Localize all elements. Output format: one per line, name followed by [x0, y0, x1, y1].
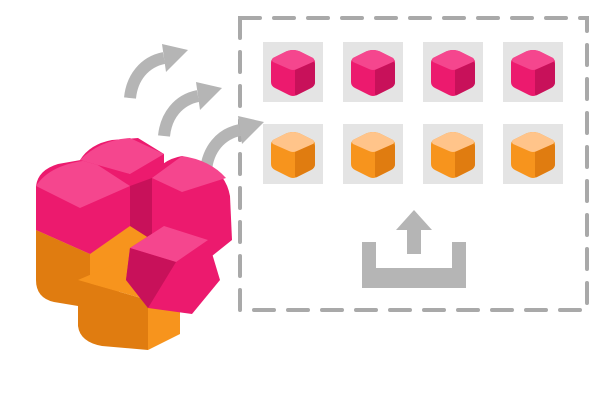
grid-tile[interactable]	[503, 42, 563, 102]
orange-cube-icon	[271, 132, 315, 178]
upload-arrow-icon	[124, 44, 188, 99]
dashed-dropzone	[238, 16, 589, 312]
grid-tile[interactable]	[503, 124, 563, 184]
tray-upload-icon[interactable]	[362, 208, 466, 288]
orange-cube-icon	[431, 132, 475, 178]
pink-cube-icon	[511, 50, 555, 96]
pink-cube-icon	[271, 50, 315, 96]
grid-tile[interactable]	[343, 124, 403, 184]
orange-cube-icon	[351, 132, 395, 178]
grid-tile[interactable]	[423, 42, 483, 102]
grid-tile[interactable]	[263, 124, 323, 184]
grid-tile[interactable]	[263, 42, 323, 102]
pink-cube-icon	[431, 50, 475, 96]
grid-tile[interactable]	[343, 42, 403, 102]
pink-cube-icon	[351, 50, 395, 96]
orange-cube-icon	[511, 132, 555, 178]
box-cluster-icon	[36, 138, 232, 350]
grid-tile[interactable]	[423, 124, 483, 184]
upload-arrow-icon	[158, 82, 222, 137]
